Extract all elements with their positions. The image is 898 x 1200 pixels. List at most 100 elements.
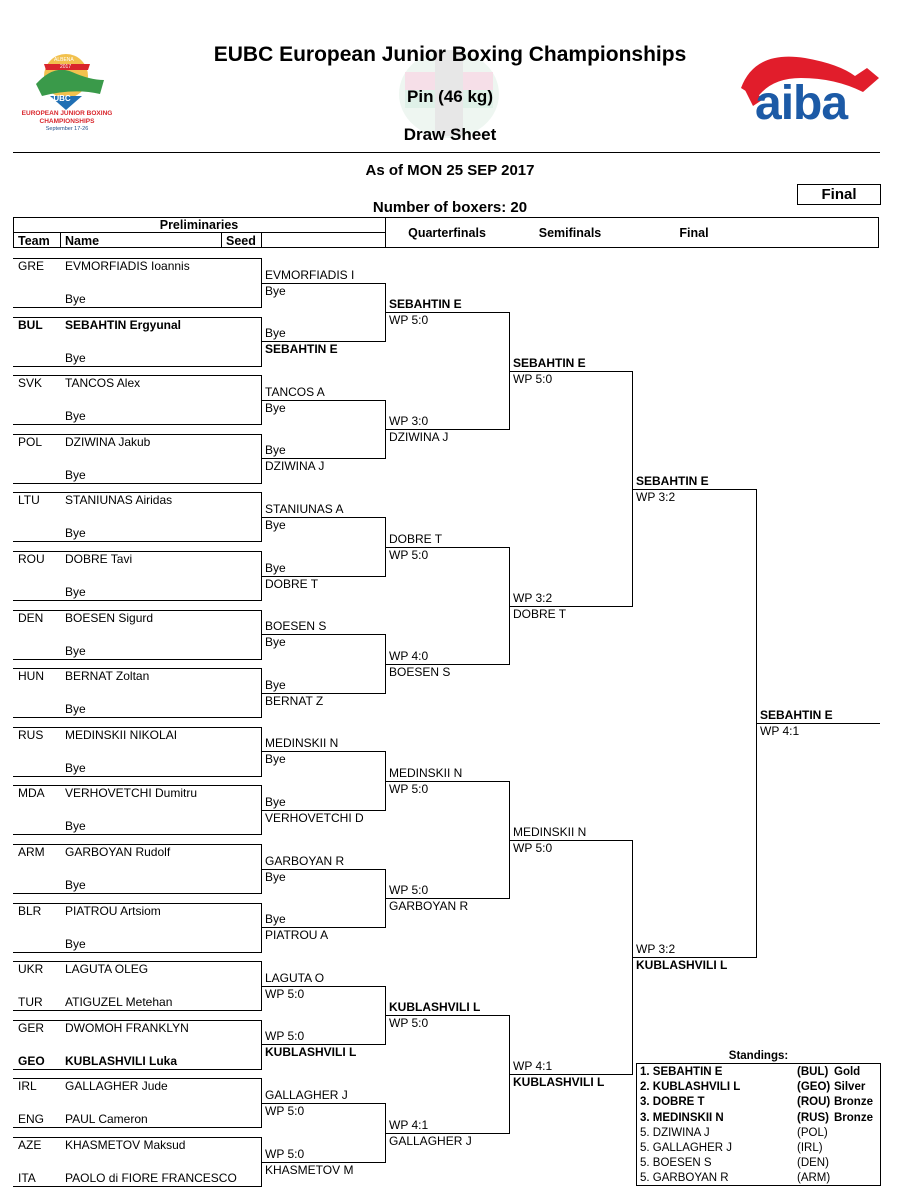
slot-line [13,1078,261,1080]
standings-title: Standings: [728,1050,789,1062]
boxer-name: KUBLASHVILI Luka [65,1053,178,1068]
team-code: UKR [18,962,44,977]
winner-line [385,547,509,548]
advancing-name: KUBLASHVILI L [265,1045,357,1059]
standings-box [636,1063,881,1186]
standing-name: 5. GALLAGHER J [640,1142,733,1154]
advancing-name: BERNAT Z [265,694,324,708]
advancing-name: EVMORFIADIS I [265,268,355,282]
result-score: WP 5:0 [265,1147,305,1161]
aiba-logo: aiba [735,48,881,134]
boxer-name: Bye [65,878,86,892]
advancing-name: GALLAGHER J [265,1088,348,1102]
advancing-name: PIATROU A [265,928,329,942]
standing-name: 3. MEDINSKII N [640,1111,724,1124]
result-score: WP 5:0 [265,1104,305,1118]
advancing-name: GALLAGHER J [389,1134,472,1148]
team-code: ITA [18,1171,36,1185]
sheet-title: Draw Sheet [403,125,497,144]
advancing-name: MEDINSKII N [513,825,587,839]
status-badge: Final [797,184,881,205]
slot-line [13,307,261,308]
winner-line [261,517,385,518]
winner-line [385,898,509,899]
team-code: ARM [18,845,45,859]
boxer-name: LAGUTA OLEG [65,962,149,977]
team-code: POL [18,434,43,449]
final-header: Final [679,226,709,240]
logo-text-city: ALBENA [54,57,74,63]
preliminaries-header: Preliminaries [159,218,239,232]
boxer-name: Bye [65,526,86,541]
result-score: WP 3:2 [636,490,676,504]
advancing-name: SEBAHTIN E [636,474,709,488]
as-of-date: As of MON 25 SEP 2017 [365,162,535,179]
result-score: WP 5:0 [513,841,553,855]
header-divider-v [385,217,386,248]
slot-line [13,1010,261,1012]
result-score: WP 3:2 [513,591,553,605]
result-score: WP 5:0 [389,1016,429,1030]
team-code: BLR [18,903,42,918]
standing-country: (RUS) [797,1111,829,1124]
team-code: AZE [18,1138,42,1152]
result-score: Bye [265,912,286,926]
standing-name: 5. BOESEN S [640,1157,712,1170]
result-score: WP 4:1 [389,1118,429,1132]
boxer-name: EVMORFIADIS Ioannis [65,259,190,273]
header-divider-h [13,232,385,233]
slot-line [13,893,261,894]
team-code: ENG [18,1112,45,1127]
advancing-name: TANCOS A [265,385,325,399]
aiba-wordmark: aiba [755,77,848,130]
standing-country: (GEO) [797,1081,831,1094]
winner-line [261,810,385,811]
result-score: Bye [265,870,286,884]
advancing-name: BOESEN S [265,619,327,633]
slot-line [13,551,261,552]
quarterfinals-header: Quarterfinals [408,226,486,240]
winner-line [632,957,756,958]
slot-line [13,1068,261,1070]
champion-name: SEBAHTIN E [760,708,833,722]
team-code: ROU [18,552,45,566]
winner-line [385,1133,509,1134]
slot-line [13,775,261,777]
result-score: WP 5:0 [513,372,553,386]
weight-class: Pin (46 kg) [407,87,493,106]
watermark-emblem [395,44,503,142]
advancing-name: BOESEN S [389,665,451,679]
standing-name: 2. KUBLASHVILI L [640,1081,741,1094]
advancing-name: GARBOYAN R [265,854,345,868]
slot-line [13,482,261,484]
boxer-name: Bye [65,819,86,834]
header-rule [13,152,880,153]
boxer-name: Bye [65,760,86,775]
standing-country: (POL) [797,1126,828,1139]
advancing-name: GARBOYAN R [389,899,469,913]
winner-line [261,693,385,694]
slot-line [13,375,261,377]
header-divider-seed [221,232,222,248]
slot-line [13,609,261,611]
standing-country: (IRL) [797,1142,823,1154]
advancing-name: DOBRE T [513,607,567,621]
result-score: WP 3:0 [389,414,429,428]
result-score: WP 4:0 [389,649,429,663]
logo-text-champ: CHAMPIONSHIPS [39,118,95,125]
result-score: Bye [265,518,286,532]
slot-line [13,1019,261,1021]
advancing-name: DOBRE T [265,577,319,591]
slot-line [13,726,261,728]
boxer-name: Bye [65,643,86,658]
winner-line [261,634,385,635]
standing-name: 5. GARBOYAN R [640,1172,729,1185]
result-score: Bye [265,443,286,457]
standing-name: 1. SEBAHTIN E [640,1066,723,1078]
slot-line [13,1186,261,1187]
slot-line [13,785,261,787]
winner-line [261,927,385,928]
result-score: WP 5:0 [389,782,429,796]
advancing-name: KUBLASHVILI L [636,958,728,972]
